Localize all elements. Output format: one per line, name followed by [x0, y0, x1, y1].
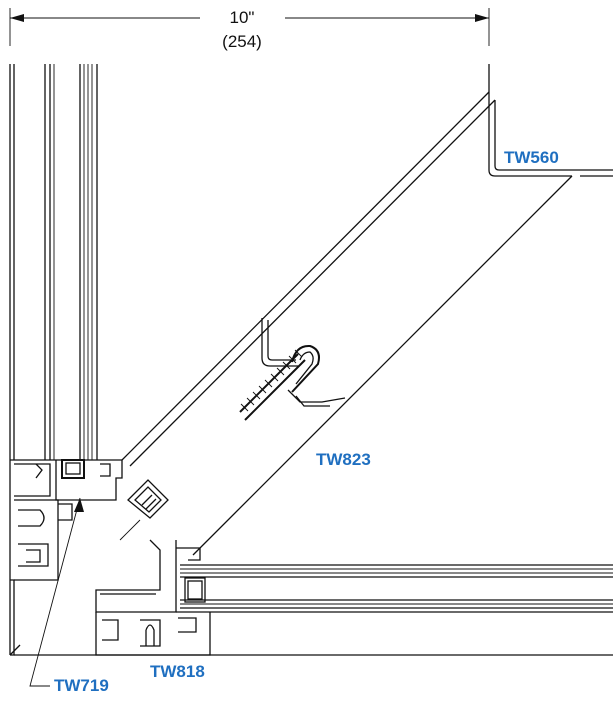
label-tw560: TW560	[504, 148, 559, 167]
dimension-line	[9, 8, 490, 46]
tw823-frame	[261, 318, 346, 407]
dimension-metric: (254)	[222, 32, 262, 51]
label-tw823: TW823	[316, 450, 371, 469]
screw	[239, 349, 306, 421]
label-tw719: TW719	[54, 676, 109, 695]
label-tw818: TW818	[150, 662, 205, 681]
bottom-glazing	[14, 564, 613, 656]
tw719-left-mullion	[9, 459, 123, 656]
tw560-angled-cover	[121, 91, 613, 556]
tw719-leader	[29, 497, 84, 687]
tw818-lower-frame	[95, 539, 211, 656]
hinge-clip	[119, 479, 169, 541]
dimension-imperial: 10"	[229, 8, 255, 27]
left-glazing	[9, 64, 98, 655]
